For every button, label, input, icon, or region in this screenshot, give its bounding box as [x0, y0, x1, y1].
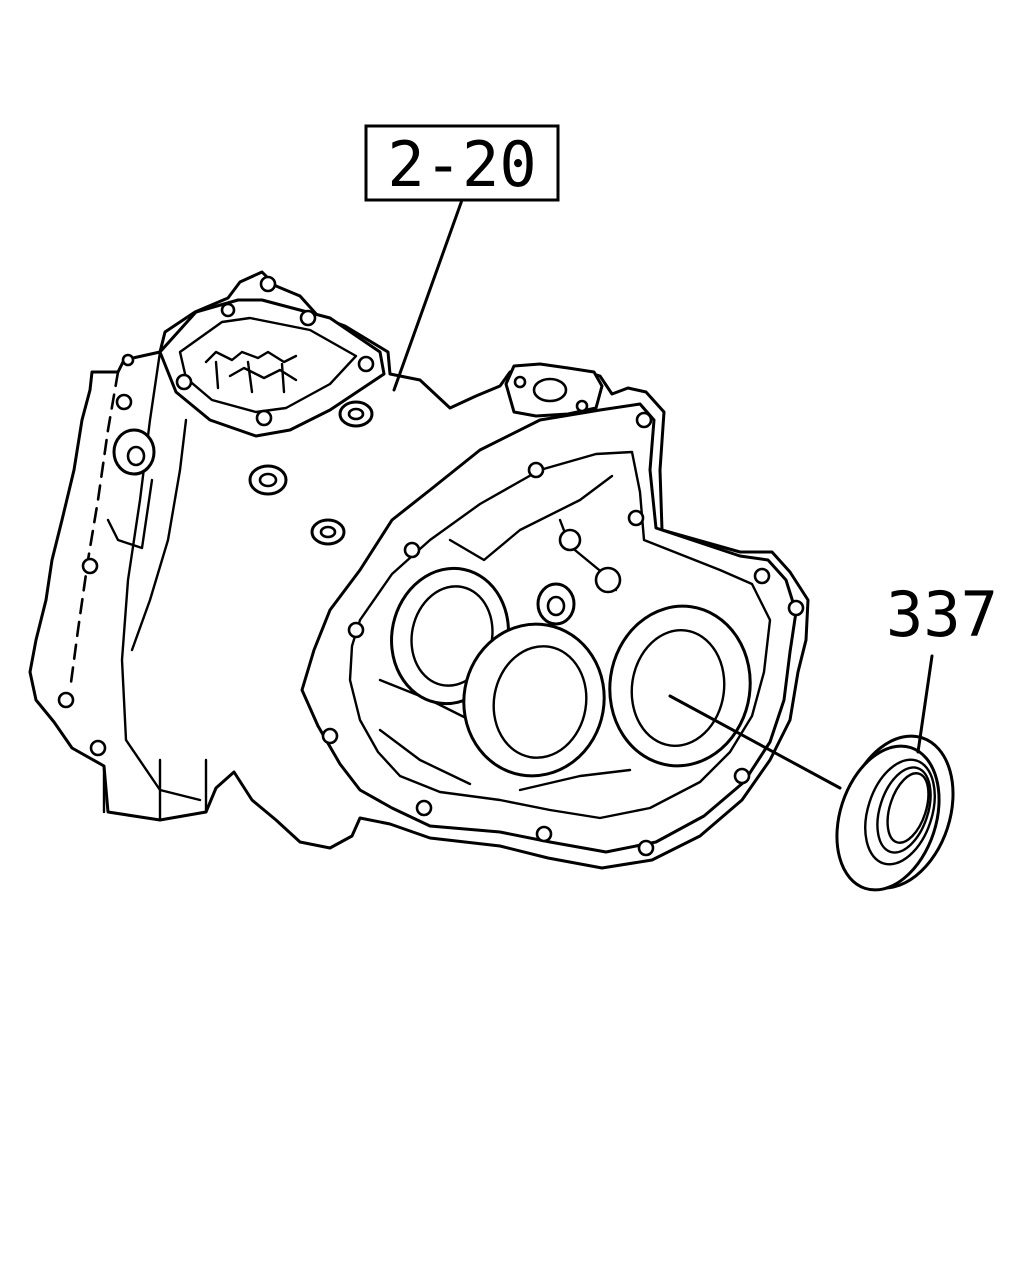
flange-bolt-3 — [635, 411, 653, 429]
cover-bolt-1 — [259, 275, 277, 293]
flange-bolt-left-4 — [89, 739, 107, 757]
seal-lip-1 — [864, 758, 936, 866]
flange-bolt-1 — [403, 541, 421, 559]
flange-bolt-2 — [527, 461, 545, 479]
callout-seal-leader-vertical — [916, 654, 934, 754]
cover-bolt-4 — [255, 409, 273, 427]
mount-ear-hole — [532, 377, 568, 403]
seal-lip-3 — [886, 772, 930, 844]
boss-top-right-hole — [347, 407, 365, 421]
bearing-bore-center-inner — [492, 645, 588, 759]
cover-bolt-3 — [357, 355, 375, 373]
housing-rib-left — [120, 350, 202, 802]
boss-center-hole — [258, 472, 278, 488]
callout-seal-label: 337 — [886, 578, 998, 651]
boss-left-hole — [126, 445, 146, 467]
inner-web-1 — [448, 474, 614, 562]
flange-bolt-12 — [347, 621, 365, 639]
housing-hidden-line-left — [68, 370, 120, 692]
oil-seal — [835, 734, 955, 892]
shift-cover-opening — [178, 316, 358, 414]
bearing-bore-right-inner — [630, 629, 726, 747]
shift-mechanism-lines — [204, 350, 298, 394]
flange-bolt-top-left — [121, 353, 135, 367]
boss-left-stem — [106, 478, 154, 550]
flange-bolt-left-1 — [115, 393, 133, 411]
flange-bolt-6 — [787, 599, 805, 617]
cover-bolt-6 — [220, 302, 236, 318]
cover-bolt-5 — [175, 373, 193, 391]
inner-boss-2 — [594, 566, 622, 594]
flange-bolt-8 — [637, 839, 655, 857]
flange-bolt-11 — [321, 727, 339, 745]
boss-lower-center-hole — [319, 525, 337, 539]
seal-lip-2 — [876, 766, 932, 854]
callout-seal: 337 — [668, 578, 998, 790]
mount-ear-bolt-2 — [575, 399, 589, 413]
flange-bolt-5 — [753, 567, 771, 585]
housing-rib-left-2 — [130, 418, 188, 652]
flange-bolt-left-3 — [57, 691, 75, 709]
callout-assembly-box — [364, 124, 560, 202]
callout-assembly-leader — [392, 198, 464, 392]
inner-boss-1 — [558, 528, 582, 552]
flange-bolt-4 — [627, 509, 645, 527]
inner-boss-3-hole — [546, 595, 566, 617]
bearing-bore-right — [608, 604, 752, 768]
bearing-bore-center — [462, 622, 606, 778]
flange-bolt-10 — [415, 799, 433, 817]
cover-bolt-2 — [299, 309, 317, 327]
mount-ear-bolt — [513, 375, 527, 389]
case-flange-inner — [348, 450, 772, 820]
callout-assembly: 2-20 — [364, 124, 560, 392]
callout-assembly-label: 2-20 — [387, 128, 536, 201]
flange-bolt-9 — [535, 825, 553, 843]
housing-lower-edge — [102, 758, 208, 822]
flange-bolt-7 — [733, 767, 751, 785]
callout-seal-leader-to-bore — [668, 694, 842, 790]
flange-bolt-left-2 — [81, 557, 99, 575]
transmission-housing — [28, 270, 810, 870]
